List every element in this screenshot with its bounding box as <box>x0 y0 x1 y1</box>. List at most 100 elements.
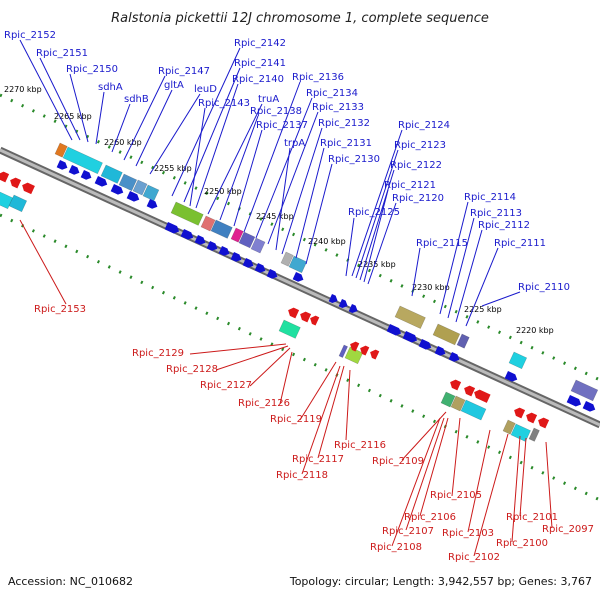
leader-line <box>317 365 345 459</box>
leader-line <box>511 435 521 543</box>
kbp-tick-label: 2245 kbp <box>256 212 294 221</box>
forward-gene-arrow <box>254 263 266 273</box>
kbp-tick-label: 2220 kbp <box>516 326 554 335</box>
gene-label[interactable]: Rpic_2152 <box>4 30 56 41</box>
leader-line <box>233 129 263 227</box>
gene-block <box>100 164 123 184</box>
leader-line <box>189 107 206 207</box>
gene-label[interactable]: Rpic_2153 <box>34 304 86 315</box>
gene-label[interactable]: Rpic_2150 <box>66 64 118 75</box>
leader-line <box>345 369 351 441</box>
gene-label[interactable]: Rpic_2140 <box>232 74 284 85</box>
gene-block <box>132 179 148 196</box>
gene-label[interactable]: Rpic_2109 <box>372 456 424 467</box>
gene-label[interactable]: Rpic_2136 <box>292 72 344 83</box>
forward-gene-arrow <box>448 352 460 362</box>
forward-gene-arrow <box>80 170 92 180</box>
gene-label[interactable]: Rpic_2128 <box>166 364 218 375</box>
reverse-gene-arrow <box>22 182 35 195</box>
gene-block <box>528 427 540 442</box>
reverse-gene-arrow <box>514 407 526 419</box>
gene-label[interactable]: Rpic_2106 <box>404 512 456 523</box>
gene-label[interactable]: Rpic_2143 <box>198 98 250 109</box>
bottom-gene-labels: Rpic_2153 Rpic_2129 Rpic_2128 Rpic_2127 … <box>34 304 594 563</box>
gene-label[interactable]: leuD <box>194 84 217 95</box>
gene-label[interactable]: trpA <box>284 138 305 149</box>
gene-label[interactable]: Rpic_2137 <box>256 120 308 131</box>
gene-label[interactable]: Rpic_2114 <box>464 192 516 203</box>
gene-label[interactable]: Rpic_2108 <box>370 542 422 553</box>
gene-label[interactable]: Rpic_2110 <box>518 282 570 293</box>
forward-gene-arrow <box>434 346 446 356</box>
kbp-tick-label: 2230 kbp <box>412 283 450 292</box>
gene-label[interactable]: Rpic_2102 <box>448 552 500 563</box>
gene-label[interactable]: Rpic_2132 <box>318 118 370 129</box>
gene-label[interactable]: Rpic_2131 <box>320 138 372 149</box>
gene-label[interactable]: Rpic_2107 <box>382 526 434 537</box>
gene-label[interactable]: Rpic_2151 <box>36 48 88 59</box>
gene-label[interactable]: Rpic_2124 <box>398 120 450 131</box>
gene-label[interactable]: Rpic_2147 <box>158 66 210 77</box>
gene-label[interactable]: Rpic_2141 <box>234 58 286 69</box>
forward-gene-arrow <box>338 299 348 308</box>
leader-line <box>171 47 241 197</box>
gene-label[interactable]: Rpic_2126 <box>238 398 290 409</box>
gene-label[interactable]: Rpic_2111 <box>494 238 546 249</box>
gene-label[interactable]: Rpic_2129 <box>132 348 184 359</box>
gene-label[interactable]: Rpic_2103 <box>442 528 494 539</box>
leader-line <box>281 127 323 255</box>
kbp-tick-label: 2225 kbp <box>464 305 502 314</box>
gene-block <box>250 237 266 254</box>
gene-label[interactable]: sdhB <box>124 94 149 105</box>
gene-block <box>338 344 348 358</box>
gene-label[interactable]: Rpic_2142 <box>234 38 286 49</box>
leader-line <box>351 129 403 277</box>
gene-label[interactable]: Rpic_2115 <box>416 238 468 249</box>
gene-block <box>118 173 138 192</box>
gene-label[interactable]: Rpic_2122 <box>390 160 442 171</box>
gene-label[interactable]: Rpic_2116 <box>334 440 386 451</box>
gene-block <box>460 399 487 421</box>
gene-label[interactable]: Rpic_2123 <box>394 140 446 151</box>
gene-label[interactable]: gltA <box>164 80 184 91</box>
reverse-gene-arrow <box>474 389 491 403</box>
gene-label[interactable]: Rpic_2117 <box>292 454 344 465</box>
gene-label[interactable]: Rpic_2097 <box>542 524 594 535</box>
gene-block <box>200 215 216 232</box>
gene-label[interactable]: Rpic_2138 <box>250 106 302 117</box>
forward-gene-arrow <box>164 222 180 234</box>
forward-gene-arrow <box>266 269 278 279</box>
gene-label[interactable]: Rpic_2134 <box>306 88 358 99</box>
forward-gene-arrow <box>126 191 140 202</box>
inner-ruler-track <box>0 213 600 502</box>
gene-label[interactable]: Rpic_2119 <box>270 414 322 425</box>
reverse-gene-arrow <box>360 345 370 356</box>
gene-label[interactable]: Rpic_2113 <box>470 208 522 219</box>
leader-line <box>255 97 313 239</box>
gene-block <box>508 351 528 370</box>
gene-label[interactable]: Rpic_2100 <box>496 538 548 549</box>
gene-label[interactable]: Rpic_2133 <box>312 102 364 113</box>
gene-label[interactable]: truA <box>258 94 279 105</box>
gene-label[interactable]: Rpic_2120 <box>392 193 444 204</box>
leader-line <box>391 417 441 547</box>
gene-label[interactable]: Rpic_2112 <box>478 220 530 231</box>
forward-gene-arrow <box>386 324 402 336</box>
leader-line <box>111 103 131 153</box>
gene-label[interactable]: Rpic_2121 <box>384 180 436 191</box>
leader-line <box>149 93 201 175</box>
gene-label[interactable]: Rpic_2125 <box>348 207 400 218</box>
gene-label[interactable]: sdhA <box>98 82 123 93</box>
leader-line <box>183 67 241 203</box>
gene-label[interactable]: Rpic_2127 <box>200 380 252 391</box>
gene-label[interactable]: Rpic_2105 <box>430 490 482 501</box>
map-title: Ralstonia pickettii 12J chromosome 1, co… <box>111 11 489 26</box>
leader-line <box>243 81 301 233</box>
gene-label[interactable]: Rpic_2101 <box>506 512 558 523</box>
gene-label[interactable]: Rpic_2130 <box>328 154 380 165</box>
gene-block <box>288 255 308 274</box>
top-gene-labels: Rpic_2152 Rpic_2151 Rpic_2150 sdhA sdhB … <box>4 30 570 293</box>
forward-gene-arrow <box>180 229 194 240</box>
leader-line <box>473 433 509 557</box>
gene-label[interactable]: Rpic_2118 <box>276 470 328 481</box>
